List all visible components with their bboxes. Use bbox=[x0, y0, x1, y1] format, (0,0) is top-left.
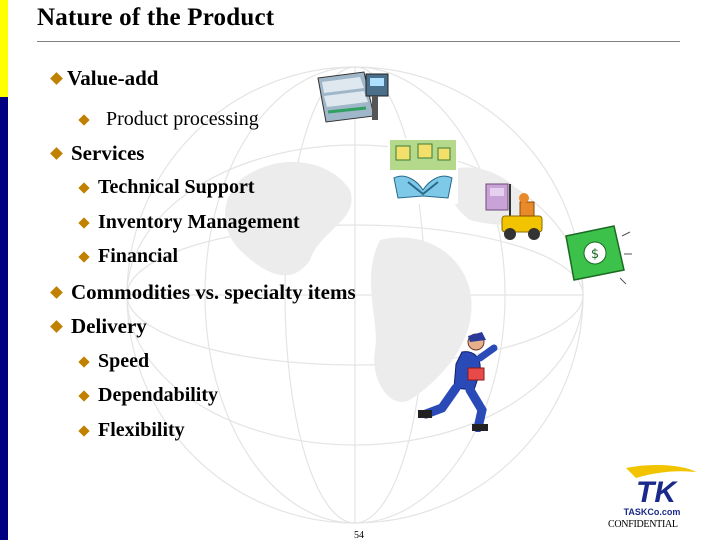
diamond-bullet-icon bbox=[50, 147, 63, 160]
bullet-delivery: Delivery bbox=[50, 314, 147, 339]
technical-support-icon bbox=[388, 138, 458, 204]
bullet-label: Inventory Management bbox=[98, 211, 300, 233]
bullet-value-add: Value-add bbox=[50, 66, 159, 91]
logo-text: TASKCo.com bbox=[624, 507, 681, 517]
bullet-label: Commodities vs. specialty items bbox=[71, 280, 356, 304]
bullet-label: Financial bbox=[98, 245, 179, 267]
bullet-label: Services bbox=[71, 141, 145, 165]
diamond-bullet-icon bbox=[50, 320, 63, 333]
bullet-inventory-management: Inventory Management bbox=[78, 211, 300, 234]
bullet-product-processing: Product processing bbox=[78, 108, 259, 131]
financial-money-icon: $ bbox=[565, 225, 632, 285]
bullet-label: Value-add bbox=[67, 66, 159, 90]
confidential-label: CONFIDENTIAL bbox=[608, 519, 678, 530]
title-divider bbox=[37, 41, 680, 42]
bullet-technical-support: Technical Support bbox=[78, 176, 255, 199]
bullet-label: Speed bbox=[98, 350, 150, 372]
bullet-services: Services bbox=[50, 141, 145, 166]
sidebar-accent-navy bbox=[0, 97, 8, 540]
bullet-label: Product processing bbox=[106, 108, 259, 130]
diamond-bullet-icon bbox=[78, 389, 90, 402]
bullet-label: Flexibility bbox=[98, 419, 185, 441]
diamond-bullet-icon bbox=[50, 72, 63, 85]
diamond-bullet-icon bbox=[78, 181, 90, 194]
svg-text:TK: TK bbox=[636, 476, 678, 509]
bullet-flexibility: Flexibility bbox=[78, 419, 185, 442]
bullet-dependability: Dependability bbox=[78, 384, 219, 407]
diamond-bullet-icon bbox=[78, 424, 90, 437]
taskco-logo-icon: TK TASKCo.com bbox=[624, 465, 696, 517]
bullet-label: Delivery bbox=[71, 314, 147, 338]
bullet-label: Technical Support bbox=[98, 176, 255, 198]
diamond-bullet-icon bbox=[50, 286, 63, 299]
diamond-bullet-icon bbox=[78, 250, 90, 263]
bullet-financial: Financial bbox=[78, 245, 179, 268]
bullet-speed: Speed bbox=[78, 350, 150, 373]
inventory-forklift-icon bbox=[485, 183, 543, 240]
diamond-bullet-icon bbox=[78, 355, 90, 368]
diamond-bullet-icon bbox=[78, 113, 90, 126]
page-number: 54 bbox=[354, 530, 364, 541]
slide-title: Nature of the Product bbox=[37, 4, 275, 31]
processing-machine-icon bbox=[317, 71, 389, 123]
bullet-commodities: Commodities vs. specialty items bbox=[50, 280, 356, 305]
sidebar-accent-yellow bbox=[0, 0, 8, 97]
bullet-label: Dependability bbox=[98, 384, 219, 406]
diamond-bullet-icon bbox=[78, 216, 90, 229]
svg-text:$: $ bbox=[591, 247, 599, 262]
delivery-courier-icon bbox=[418, 332, 498, 432]
